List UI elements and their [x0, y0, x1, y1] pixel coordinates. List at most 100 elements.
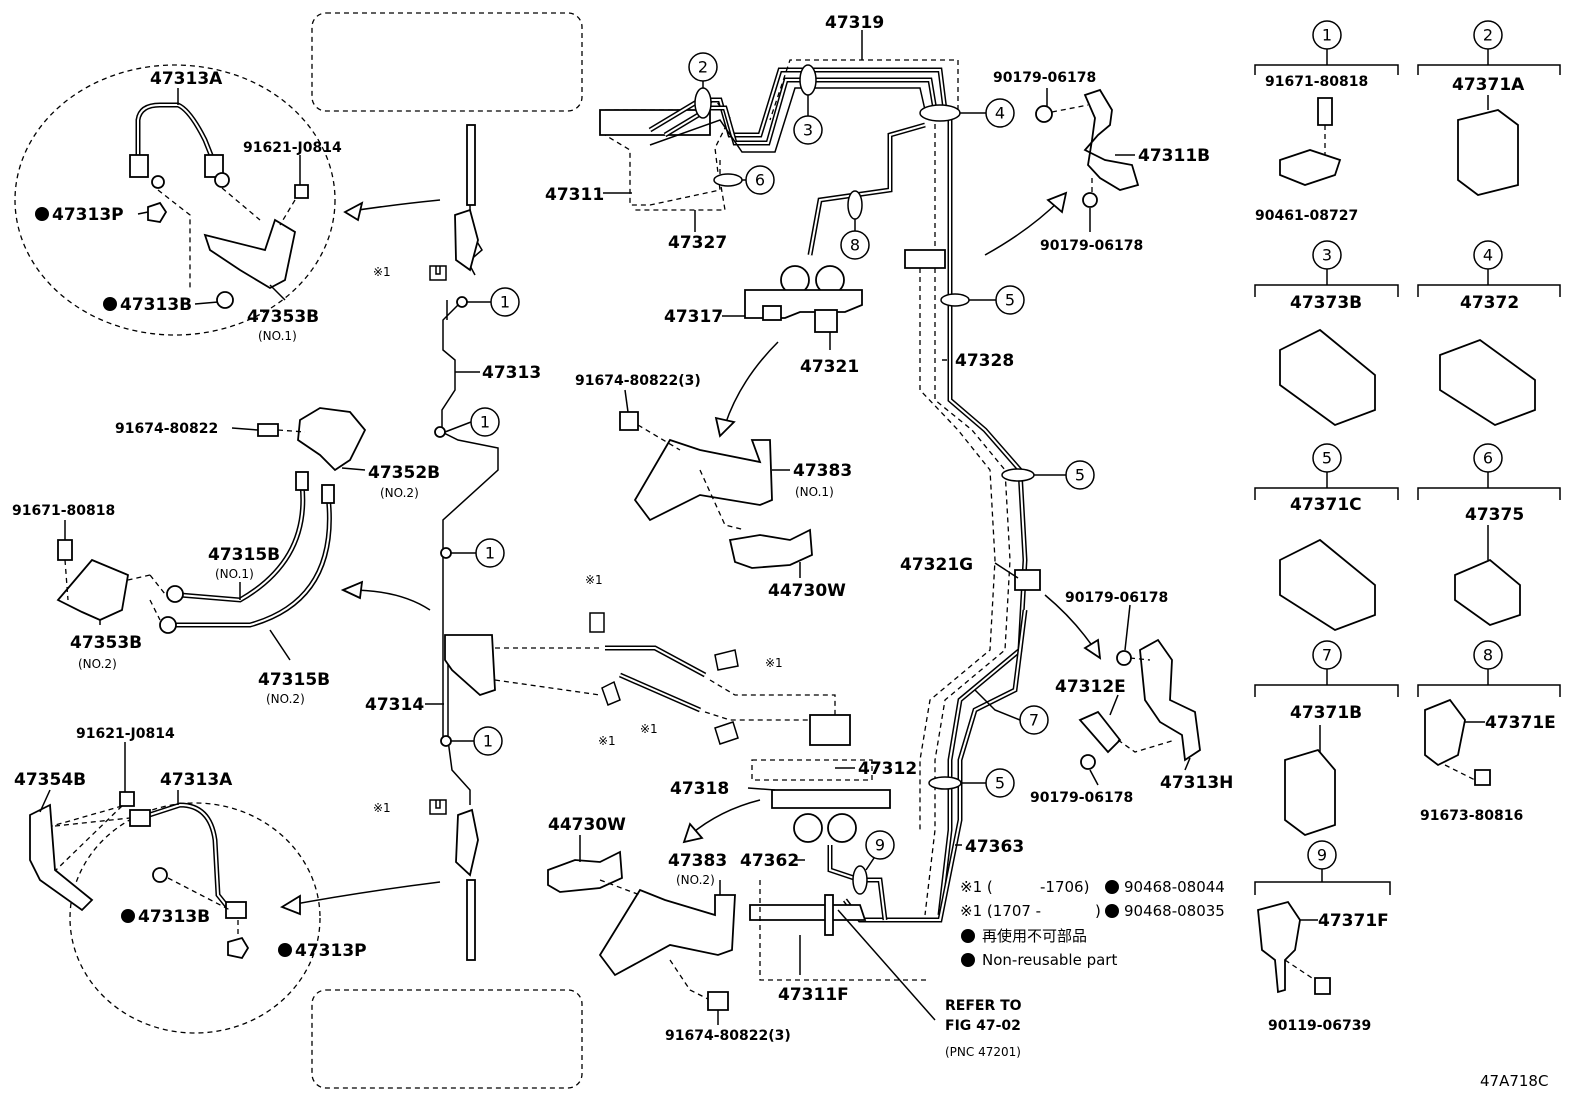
label-47313H: 47313H — [1160, 773, 1233, 793]
mark-left-lower: ※1 — [373, 801, 391, 815]
clamp-8-num: 8 — [1483, 646, 1493, 665]
master-cyl-47311F — [749, 904, 867, 921]
note1-range: -1706) — [1040, 878, 1089, 896]
nut-47313B-top — [216, 291, 234, 309]
label-47313A-bottom: 47313A — [160, 770, 233, 790]
clamp-8-shape — [1424, 698, 1466, 767]
label-90179-b: 90179-06178 — [1040, 238, 1143, 254]
note2-part: 90468-08035 — [1124, 902, 1225, 920]
placeholder-box-bottom — [311, 989, 583, 1089]
refer-line1: REFER TO — [945, 998, 1022, 1014]
mark-mid-4: ※1 — [640, 722, 658, 736]
hose-47313A-bottom — [129, 802, 247, 919]
label-47321G: 47321G — [900, 555, 973, 575]
label-91671-left: 91671-80818 — [12, 503, 115, 519]
bolt-91674-bottom — [707, 991, 729, 1011]
callout-numbers: 2 3 4 5 5 5 6 7 8 9 1 1 1 1 — [480, 58, 1085, 855]
label-91621-top: 91621-J0814 — [243, 140, 342, 156]
label-47313: 47313 — [482, 363, 541, 383]
clip-left-lower — [429, 799, 447, 815]
clamp-2-shape — [1457, 109, 1519, 196]
bracket-47311B — [1083, 88, 1140, 191]
callout-5-main-c: 5 — [995, 774, 1005, 793]
nut-47313B-bottom — [152, 867, 168, 883]
note-jp: 再使用不可部品 — [982, 927, 1087, 945]
clamp-3-num: 3 — [1322, 246, 1332, 265]
part-labels: 47319 47313A 91621-J0814 47313P 47313B 4… — [12, 13, 1233, 1044]
refer-to-block: REFER TO FIG 47-02 (PNC 47201) — [945, 998, 1022, 1059]
callout-4-main: 4 — [995, 104, 1005, 123]
label-44730W-bottom: 44730W — [548, 815, 626, 835]
nut-47313P-top — [147, 201, 168, 223]
label-47362: 47362 — [740, 851, 799, 871]
mark-mid-1: ※1 — [585, 573, 603, 587]
label-47327: 47327 — [668, 233, 727, 253]
notes-legend: ※1 ( -1706) 90468-08044 ※1 (1707 - ) 904… — [960, 878, 1225, 969]
nut-90179-c — [1116, 650, 1132, 666]
clamp-1-num: 1 — [1322, 26, 1332, 45]
refer-line2: FIG 47-02 — [945, 1018, 1021, 1034]
callout-circles — [444, 52, 1095, 895]
callout-3-main: 3 — [803, 121, 813, 140]
nut-90179-b — [1082, 192, 1098, 208]
clamp-4-part: 47372 — [1460, 293, 1519, 313]
arrow-47317-to-47383 — [724, 341, 779, 426]
label-47311F: 47311F — [778, 985, 849, 1005]
leader-refer-to — [837, 909, 936, 1021]
valve-47318 — [751, 714, 891, 843]
mark-labels: ※1 ※1 ※1 ※1 ※1 ※1 — [373, 265, 783, 815]
clip-left-upper — [429, 265, 447, 281]
clamp-3-part: 47373B — [1290, 293, 1362, 313]
bracket-47352B — [297, 407, 367, 472]
label-90179-c: 90179-06178 — [1065, 590, 1168, 606]
clamp-1-nut: 90461-08727 — [1255, 208, 1358, 224]
label-44730W-top: 44730W — [768, 581, 846, 601]
clamp-8-bolt: 91673-80816 — [1420, 808, 1523, 824]
label-47363: 47363 — [965, 837, 1024, 857]
label-47313P-top: 47313P — [52, 205, 124, 225]
bolt-91621-top — [294, 184, 309, 199]
bracket-47313H — [1139, 638, 1201, 762]
label-47328: 47328 — [955, 351, 1014, 371]
label-47312E: 47312E — [1055, 677, 1126, 697]
label-47313P-bottom: 47313P — [295, 941, 367, 961]
clip-mid-4 — [714, 721, 739, 745]
clamp-9-bolt: 90119-06739 — [1268, 1018, 1371, 1034]
label-91621-bottom: 91621-J0814 — [76, 726, 175, 742]
clamp-6-shape — [1454, 558, 1521, 626]
bracket-top — [454, 208, 479, 272]
mark-left-upper: ※1 — [373, 265, 391, 279]
callout-6-main: 6 — [755, 171, 765, 190]
arrow-47318-to-47383 — [689, 799, 761, 836]
detail-ellipse-top — [14, 64, 336, 336]
callout-1-main-d: 1 — [483, 732, 493, 751]
label-47313B-bottom: 47313B — [138, 907, 210, 927]
clamp-5-part: 47371C — [1290, 495, 1362, 515]
label-47311B: 47311B — [1138, 146, 1210, 166]
label-91674-3-top: 91674-80822(3) — [575, 373, 701, 389]
note-en: Non-reusable part — [982, 951, 1117, 969]
clamp-legend: 1 91671-80818 90461-08727 2 47371A 3 473… — [1254, 20, 1561, 1034]
label-47353B-no2: 47353B — [70, 633, 142, 653]
label-47319: 47319 — [825, 13, 884, 33]
bracket-47353B-no2 — [56, 558, 130, 621]
clip-mid-1 — [589, 612, 605, 633]
pipe-47327 — [635, 160, 726, 211]
callout-1-main-c: 1 — [485, 544, 495, 563]
label-47315B-no1-sub: (NO.1) — [215, 567, 254, 581]
callout-5-main-b: 5 — [1075, 466, 1085, 485]
bracket-47353B-no1 — [203, 218, 297, 290]
label-47383-no1-sub: (NO.1) — [795, 485, 834, 499]
clip-mid-3 — [601, 680, 621, 706]
nut-47313P-bottom — [227, 936, 250, 960]
valve-44730W-top — [728, 528, 813, 569]
clamp-9-shape — [1257, 900, 1301, 994]
label-47313B-top: 47313B — [120, 295, 192, 315]
label-47383-no2-sub: (NO.2) — [676, 873, 715, 887]
arrow-to-hose-detail — [349, 589, 431, 611]
diagram-id: 47A718C — [1480, 1072, 1548, 1090]
clamp-8-part: 47371E — [1485, 713, 1556, 733]
clamp-6-part: 47375 — [1465, 505, 1524, 525]
clamp-7-num: 7 — [1322, 646, 1332, 665]
